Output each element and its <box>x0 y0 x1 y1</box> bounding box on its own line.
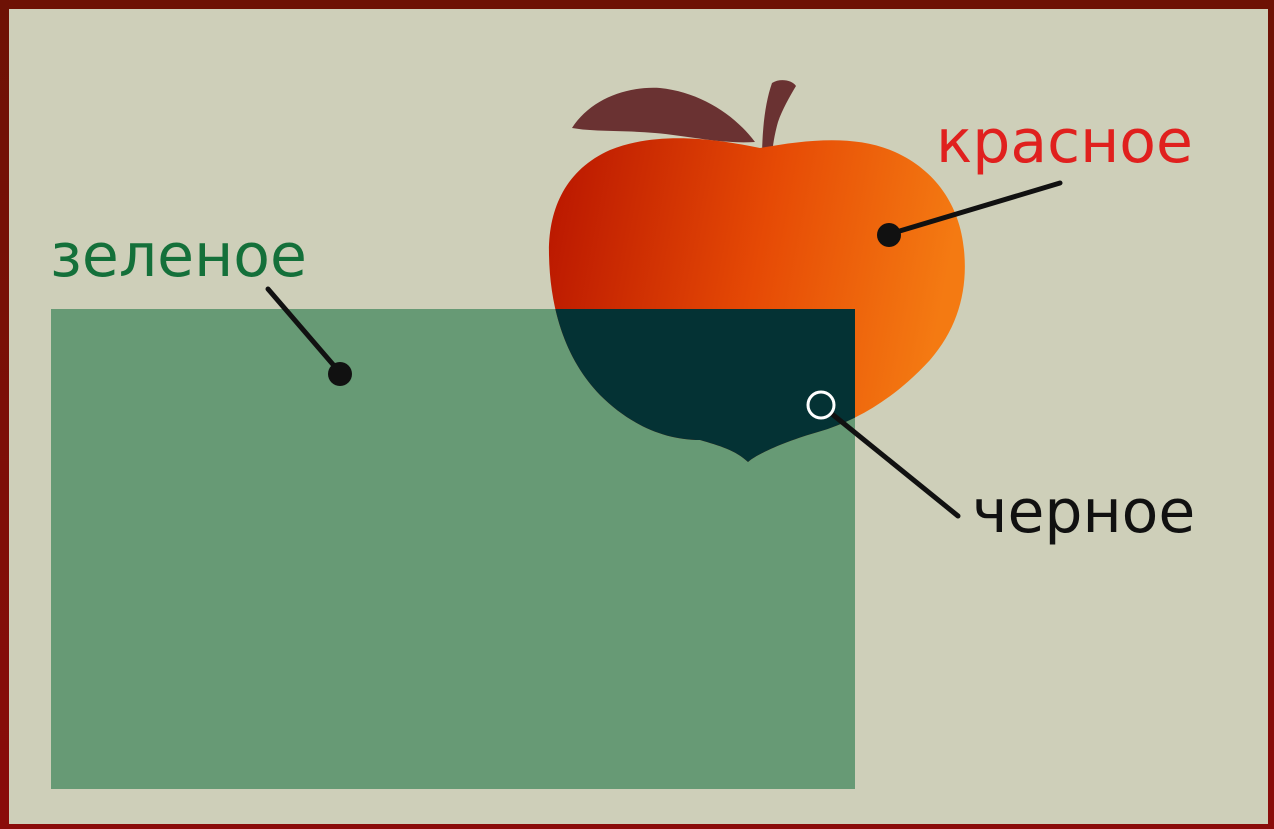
label-red: красное <box>936 107 1193 177</box>
apple-icon <box>548 80 965 462</box>
label-black: черное <box>972 477 1195 547</box>
red-pointer <box>877 180 1063 247</box>
green-pointer-dot <box>328 362 352 386</box>
red-pointer-dot <box>877 223 901 247</box>
apple-stem <box>762 80 796 160</box>
black-overlap-region <box>555 309 855 462</box>
apple-leaf <box>572 87 755 143</box>
green-pointer <box>265 286 352 386</box>
black-pointer-dot <box>806 390 836 420</box>
black-pointer <box>806 390 961 519</box>
label-green: зеленое <box>50 221 307 291</box>
